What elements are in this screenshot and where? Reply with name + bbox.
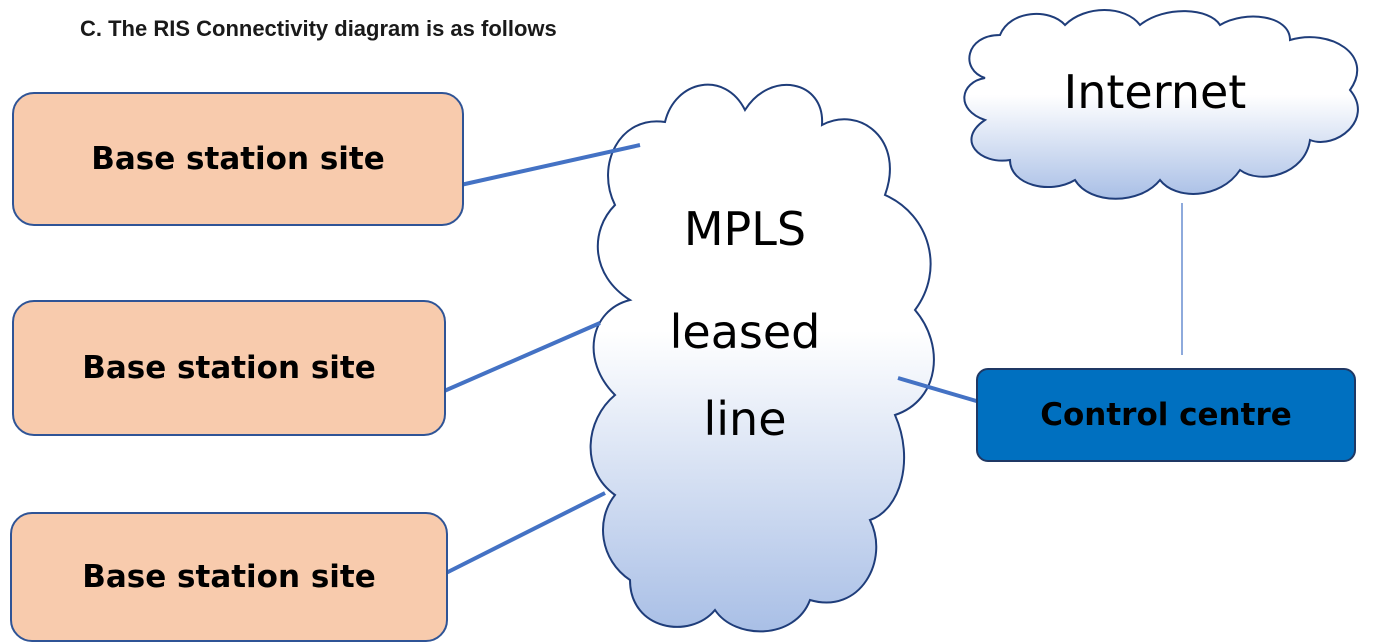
base-station-site-1: Base station site [12,92,464,226]
mpls-cloud-label-line1: MPLS [683,202,807,256]
base-station-site-2-label: Base station site [82,350,376,386]
connector-site3-mpls [437,491,606,579]
base-station-site-3: Base station site [10,512,448,642]
connector-site2-mpls [434,321,601,397]
control-centre: Control centre [976,368,1356,462]
connector-site1-mpls [455,143,641,188]
mpls-cloud-label-line2: leased [669,305,821,359]
mpls-cloud-label-line3: line [703,392,787,446]
internet-cloud [963,9,1359,200]
base-station-site-2: Base station site [12,300,446,436]
base-station-site-3-label: Base station site [82,559,376,595]
internet-cloud-label: Internet [1063,65,1247,119]
control-centre-label: Control centre [1040,397,1292,433]
connector-mpls-control [897,376,991,407]
mpls-cloud [589,83,935,633]
diagram-heading: C. The RIS Connectivity diagram is as fo… [80,16,557,41]
base-station-site-1-label: Base station site [91,141,385,177]
